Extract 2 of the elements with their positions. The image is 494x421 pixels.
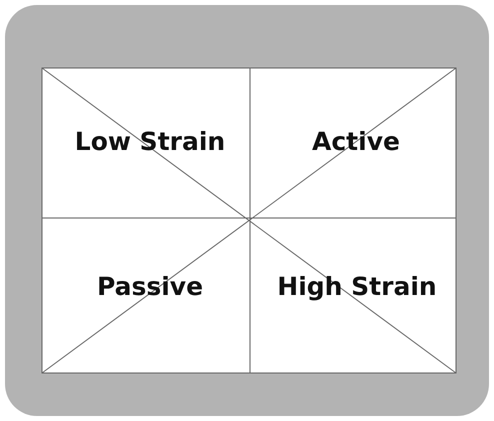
- quadrant-label: Low Strain: [74, 127, 226, 156]
- quadrant-label: High Strain: [276, 272, 438, 301]
